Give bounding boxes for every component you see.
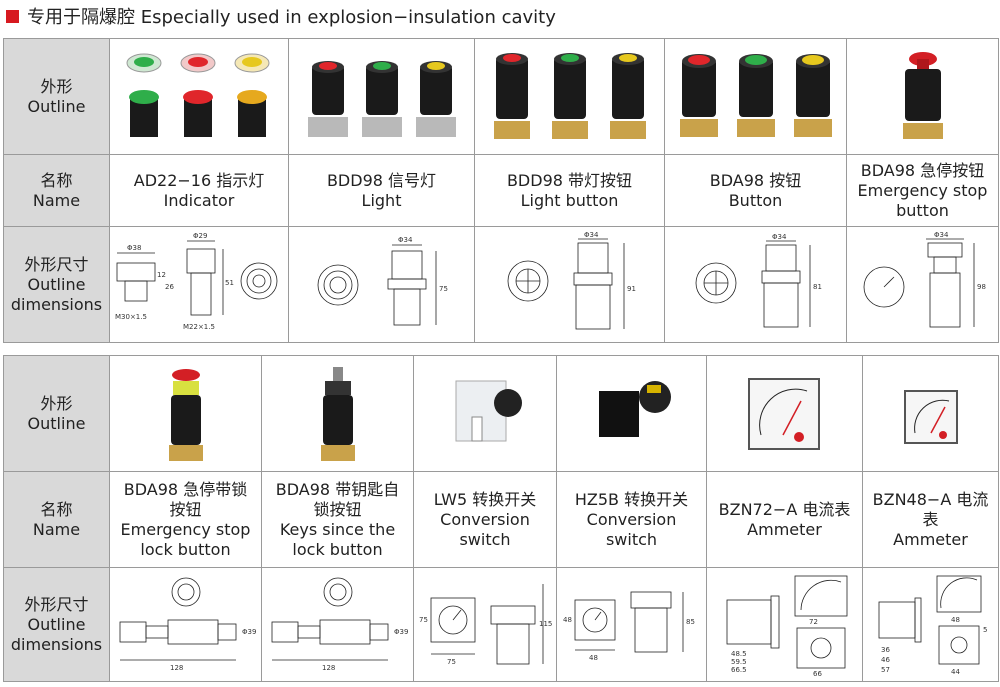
svg-text:Φ39: Φ39 bbox=[394, 628, 408, 636]
svg-text:46: 46 bbox=[881, 656, 890, 664]
drawing-ad22: Φ38 12 26 M30×1.5 Φ29 51 M22×1.5 bbox=[109, 226, 289, 343]
svg-text:36: 36 bbox=[881, 646, 890, 654]
svg-text:Φ34: Φ34 bbox=[772, 233, 787, 241]
red-square-icon bbox=[6, 9, 19, 23]
svg-text:Φ34: Φ34 bbox=[398, 236, 413, 244]
svg-text:98: 98 bbox=[977, 283, 986, 291]
svg-text:128: 128 bbox=[170, 664, 183, 672]
photo-ad22-indicator bbox=[109, 38, 289, 155]
svg-text:81: 81 bbox=[813, 283, 822, 291]
svg-text:75: 75 bbox=[419, 616, 428, 624]
photo-bdd98-light bbox=[288, 38, 475, 155]
photo-bzn48-ammeter bbox=[862, 355, 999, 472]
photo-bda98-emergency-button bbox=[846, 38, 999, 155]
svg-text:72: 72 bbox=[809, 618, 818, 626]
title-text: 专用于隔爆腔 Especially used in explosion−insu… bbox=[27, 7, 556, 28]
svg-text:Φ34: Φ34 bbox=[584, 231, 599, 239]
photo-bda98-button bbox=[664, 38, 847, 155]
photo-bdd98-light-button bbox=[474, 38, 665, 155]
svg-text:75: 75 bbox=[439, 285, 448, 293]
photo-bda98-emergency-lock bbox=[109, 355, 262, 472]
drawing-bda98-button: Φ34 81 bbox=[664, 226, 847, 343]
svg-text:85: 85 bbox=[686, 618, 695, 626]
svg-text:Φ39: Φ39 bbox=[242, 628, 256, 636]
drawing-lw5: 75 75 115 bbox=[413, 567, 557, 682]
drawing-hz5b: 48 48 85 bbox=[556, 567, 707, 682]
photo-lw5-switch bbox=[413, 355, 557, 472]
photo-bzn72-ammeter bbox=[706, 355, 863, 472]
svg-text:48: 48 bbox=[589, 654, 598, 662]
page-title: 专用于隔爆腔 Especially used in explosion−insu… bbox=[6, 4, 556, 28]
svg-text:48: 48 bbox=[951, 616, 960, 624]
svg-text:48.5: 48.5 bbox=[731, 650, 747, 658]
svg-text:128: 128 bbox=[322, 664, 335, 672]
svg-text:51: 51 bbox=[225, 279, 234, 287]
drawing-bdd98-light: Φ34 75 bbox=[288, 226, 475, 343]
photo-bda98-key-lock bbox=[261, 355, 414, 472]
drawing-bda98-key-lock: 128 Φ39 bbox=[261, 567, 414, 682]
svg-text:57: 57 bbox=[881, 666, 890, 674]
svg-text:48: 48 bbox=[563, 616, 572, 624]
svg-text:Φ38: Φ38 bbox=[127, 244, 141, 252]
svg-text:91: 91 bbox=[627, 285, 636, 293]
svg-text:5: 5 bbox=[983, 626, 987, 634]
svg-text:26: 26 bbox=[165, 283, 174, 291]
svg-text:M22×1.5: M22×1.5 bbox=[183, 323, 215, 331]
drawing-bda98-emergency: Φ34 98 bbox=[846, 226, 999, 343]
svg-text:44: 44 bbox=[951, 668, 960, 676]
svg-text:M30×1.5: M30×1.5 bbox=[115, 313, 147, 321]
svg-text:Φ29: Φ29 bbox=[193, 232, 207, 240]
svg-text:75: 75 bbox=[447, 658, 456, 666]
svg-text:12: 12 bbox=[157, 271, 166, 279]
svg-text:66.5: 66.5 bbox=[731, 666, 747, 674]
drawing-bzn48: 36 46 57 48 44 5 bbox=[862, 567, 999, 682]
svg-text:59.5: 59.5 bbox=[731, 658, 747, 666]
svg-text:115: 115 bbox=[539, 620, 552, 628]
drawing-bzn72: 48.5 59.5 66.5 72 66 bbox=[706, 567, 863, 682]
drawing-bdd98-light-button: Φ34 91 bbox=[474, 226, 665, 343]
svg-text:Φ34: Φ34 bbox=[934, 231, 949, 239]
drawing-bda98-emergency-lock: 128 Φ39 bbox=[109, 567, 262, 682]
photo-hz5b-switch bbox=[556, 355, 707, 472]
svg-text:66: 66 bbox=[813, 670, 822, 678]
